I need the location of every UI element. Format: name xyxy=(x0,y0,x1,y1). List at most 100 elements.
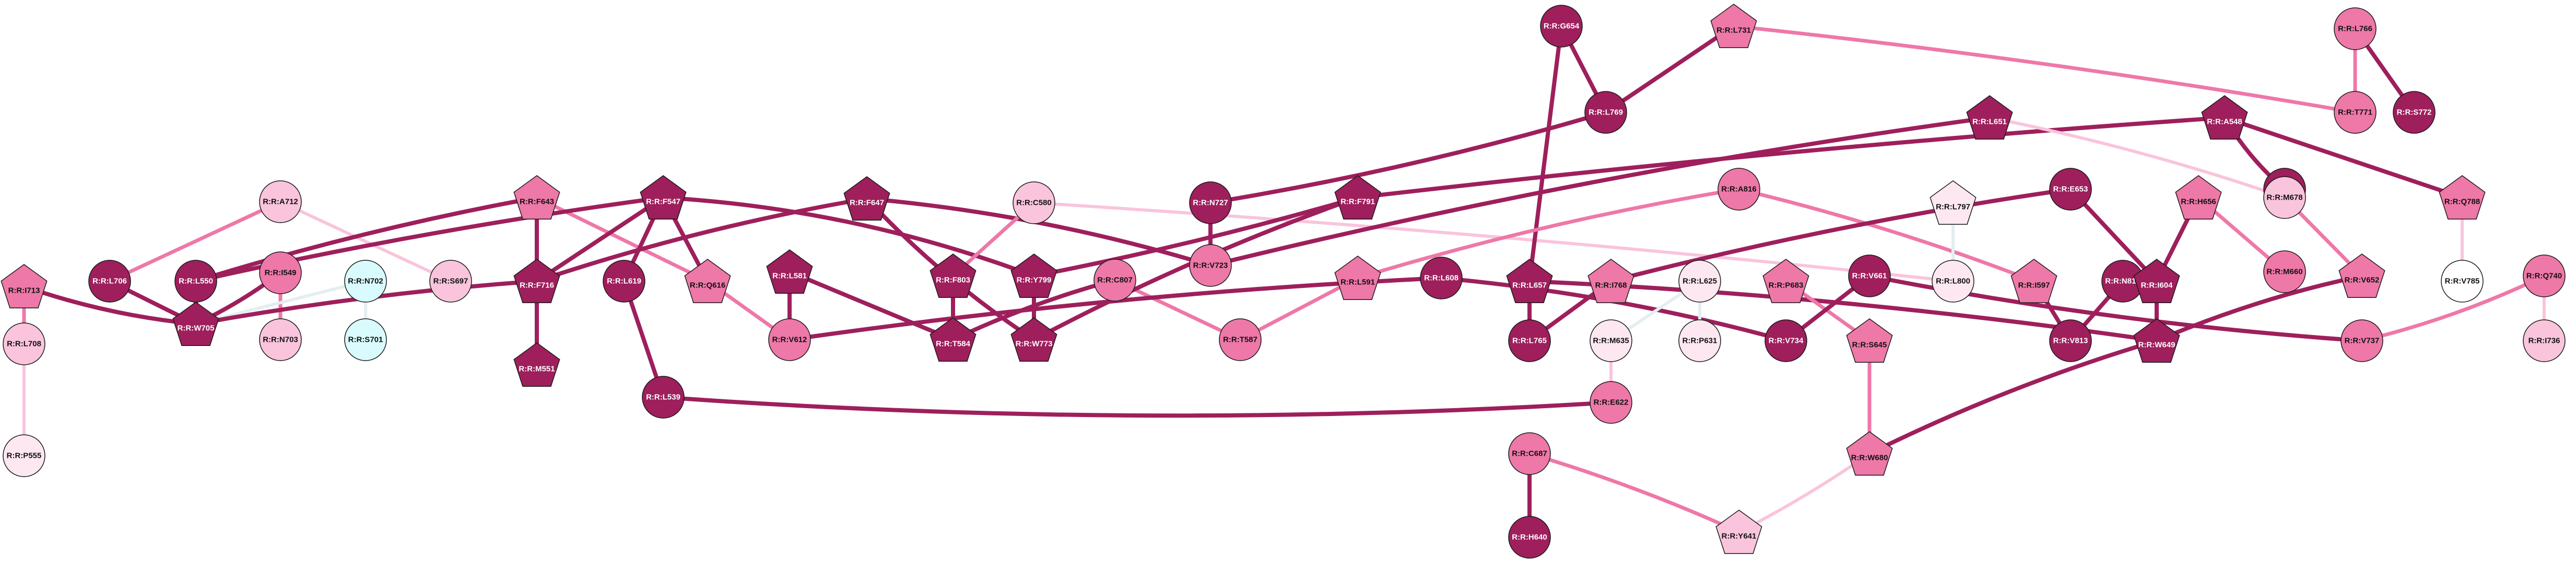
node-label-l550: R:R:L550 xyxy=(179,277,213,286)
node-shape-v612 xyxy=(768,318,811,361)
node-label-f643: R:R:F643 xyxy=(520,198,554,206)
node-shape-m635 xyxy=(1590,319,1632,362)
node-m660: R:R:M660 xyxy=(2263,250,2306,293)
node-p555: R:R:P555 xyxy=(3,434,45,477)
node-label-a548: R:R:A548 xyxy=(2207,118,2242,126)
node-shape-y799 xyxy=(1010,253,1057,298)
edge-y641-w680 xyxy=(1737,452,1871,534)
edge-a548-q788 xyxy=(2222,115,2464,200)
node-shape-l731 xyxy=(1710,4,1757,48)
node-shape-s697 xyxy=(429,260,472,303)
nodes-layer: R:R:I713R:R:L708R:R:P555R:R:L706R:R:A712… xyxy=(1,4,2566,559)
node-shape-n727 xyxy=(1189,181,1232,224)
node-shape-q788 xyxy=(2439,175,2486,220)
node-shape-i713 xyxy=(1,264,48,308)
node-e653: R:R:E653 xyxy=(2049,168,2092,211)
node-label-l591: R:R:L591 xyxy=(1340,278,1375,287)
node-s772: R:R:S772 xyxy=(2393,91,2436,134)
node-label-l708: R:R:L708 xyxy=(7,340,41,349)
node-shape-f791 xyxy=(1334,175,1381,220)
node-l619: R:R:L619 xyxy=(603,260,645,303)
node-label-l539: R:R:L539 xyxy=(646,393,680,402)
node-l539: R:R:L539 xyxy=(642,376,685,419)
node-f716: R:R:F716 xyxy=(513,259,560,303)
node-f547: R:R:F547 xyxy=(640,175,687,220)
node-shape-q616 xyxy=(684,259,731,303)
node-shape-i736 xyxy=(2523,319,2566,362)
node-label-y641: R:R:Y641 xyxy=(1722,532,1757,541)
node-shape-v723 xyxy=(1189,244,1232,287)
node-label-q616: R:R:Q616 xyxy=(690,281,725,290)
node-shape-y641 xyxy=(1715,510,1762,554)
node-shape-m551 xyxy=(513,342,560,387)
node-i597: R:R:I597 xyxy=(2010,259,2057,303)
node-label-s697: R:R:S697 xyxy=(433,277,468,286)
node-p683: R:R:P683 xyxy=(1762,259,1809,303)
edge-l731-t771 xyxy=(1732,24,2357,114)
node-l581: R:R:L581 xyxy=(766,249,813,294)
node-f643: R:R:F643 xyxy=(513,175,560,220)
node-label-c580: R:R:C580 xyxy=(1016,199,1052,207)
node-l708: R:R:L708 xyxy=(3,322,45,365)
edge-q740-v737 xyxy=(2360,274,2546,343)
node-a712: R:R:A712 xyxy=(259,180,302,223)
node-shape-n702 xyxy=(344,260,387,303)
node-shape-l800 xyxy=(1932,260,1974,303)
node-label-q740: R:R:Q740 xyxy=(2526,272,2562,281)
node-label-v652: R:R:V652 xyxy=(2345,276,2380,285)
node-l706: R:R:L706 xyxy=(88,260,131,303)
node-y641: R:R:Y641 xyxy=(1715,510,1762,554)
node-label-v785: R:R:V785 xyxy=(2445,277,2480,286)
node-shape-m660 xyxy=(2263,250,2306,293)
node-label-f647: R:R:F647 xyxy=(850,199,884,207)
node-shape-q740 xyxy=(2523,255,2566,297)
node-shape-n703 xyxy=(259,318,302,361)
node-label-p631: R:R:P631 xyxy=(1683,337,1718,345)
node-label-s701: R:R:S701 xyxy=(348,336,383,344)
node-label-y799: R:R:Y799 xyxy=(1017,276,1052,285)
node-label-i604: R:R:I604 xyxy=(2141,281,2173,290)
node-m635: R:R:M635 xyxy=(1590,319,1632,362)
node-v661: R:R:V661 xyxy=(1848,255,1891,297)
node-shape-s772 xyxy=(2393,91,2436,134)
edge-g654-l657 xyxy=(1527,24,1563,283)
node-shape-l706 xyxy=(88,260,131,303)
node-label-f547: R:R:F547 xyxy=(646,198,680,206)
node-label-f716: R:R:F716 xyxy=(520,281,554,290)
node-label-l651: R:R:L651 xyxy=(1972,118,2007,126)
node-label-l581: R:R:L581 xyxy=(772,272,807,281)
node-label-i736: R:R:I736 xyxy=(2528,337,2560,345)
node-shape-l608 xyxy=(1420,257,1463,299)
node-g654: R:R:G654 xyxy=(1540,5,1583,48)
edge-l539-e622 xyxy=(661,395,1613,418)
node-shape-l797 xyxy=(1930,180,1977,225)
node-shape-p555 xyxy=(3,434,45,477)
node-shape-v737 xyxy=(2340,319,2383,362)
node-l800: R:R:L800 xyxy=(1932,260,1974,303)
node-shape-c580 xyxy=(1013,181,1055,224)
node-shape-p631 xyxy=(1678,319,1721,362)
node-l625: R:R:L625 xyxy=(1678,260,1721,303)
edge-c580-l800 xyxy=(1032,201,1955,283)
edge-w680-w649 xyxy=(1867,339,2159,456)
node-label-m678: R:R:M678 xyxy=(2266,193,2302,202)
node-label-l608: R:R:L608 xyxy=(1424,274,1458,283)
node-shape-i768 xyxy=(1587,259,1634,303)
node-shape-t771 xyxy=(2334,91,2377,134)
node-label-l769: R:R:L769 xyxy=(1589,108,1623,117)
node-shape-w705 xyxy=(172,302,219,346)
node-c807: R:R:C807 xyxy=(1093,259,1136,302)
node-label-p683: R:R:P683 xyxy=(1769,281,1804,290)
node-shape-h656 xyxy=(2175,175,2222,220)
node-i736: R:R:I736 xyxy=(2523,319,2566,362)
edge-a712-l706 xyxy=(108,200,283,283)
node-label-v723: R:R:V723 xyxy=(1193,261,1228,270)
node-label-m635: R:R:M635 xyxy=(1593,337,1629,345)
edge-f643-q616 xyxy=(535,195,710,283)
node-shape-v785 xyxy=(2441,260,2484,303)
node-label-l657: R:R:L657 xyxy=(1512,281,1547,290)
node-label-i597: R:R:I597 xyxy=(2018,281,2050,290)
node-label-h656: R:R:H656 xyxy=(2181,198,2216,206)
node-h640: R:R:H640 xyxy=(1508,516,1551,559)
node-label-n703: R:R:N703 xyxy=(263,336,298,344)
